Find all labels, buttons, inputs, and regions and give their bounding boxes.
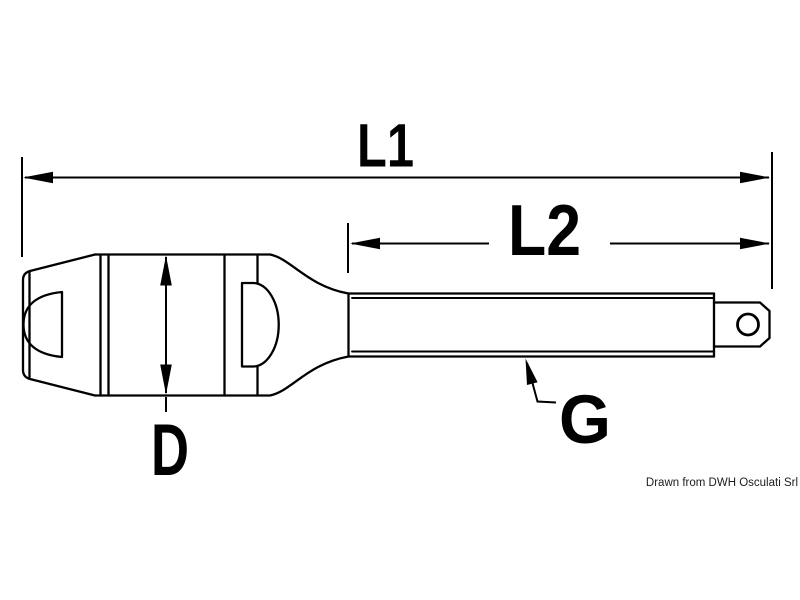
arrowheads-group: [23, 171, 770, 395]
body-top-edge: [93, 253, 716, 295]
attribution-text: Drawn from DWH Osculati Srl: [646, 477, 798, 489]
l2-arrow-left: [350, 237, 380, 250]
cone-head-outline: [21, 253, 97, 397]
tip-pin-hole: [736, 312, 760, 337]
l1-arrow-right: [740, 171, 770, 184]
cone-inner-dome: [22, 290, 64, 359]
tip-tang-outline: [712, 301, 771, 348]
body-boss-profile: [240, 281, 280, 368]
dimension-label-g: G: [559, 381, 611, 458]
l1-arrow-left: [23, 171, 53, 184]
body-bottom-edge: [93, 355, 716, 397]
part-outline-group: [21, 253, 771, 397]
g-leader-arrow: [525, 358, 538, 385]
l2-arrow-right: [740, 237, 770, 250]
dimension-lines-group: [21, 152, 773, 412]
dimension-label-l2: L2: [508, 191, 581, 271]
d-arrow-down: [160, 364, 172, 395]
dimension-label-l1: L1: [357, 112, 414, 180]
d-arrow-up: [160, 255, 172, 286]
dimension-label-d: D: [151, 410, 189, 491]
